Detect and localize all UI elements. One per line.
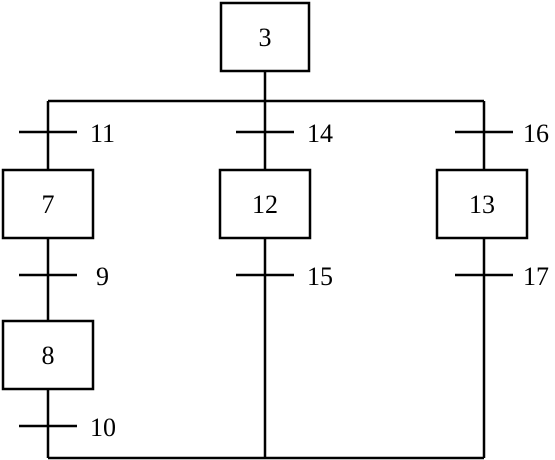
transition-label: 17 [523, 262, 549, 291]
step-13: 13 [435, 168, 529, 240]
step-label: 13 [469, 190, 495, 219]
step-box [1, 319, 95, 391]
step-box [219, 1, 311, 73]
transition-label: 11 [90, 119, 115, 148]
step-8: 8 [1, 319, 95, 391]
step-box [218, 168, 312, 240]
step-box [1, 168, 95, 240]
step-box [435, 168, 529, 240]
transition-16: 16 [455, 119, 549, 148]
step-12: 12 [218, 168, 312, 240]
step-label: 8 [42, 341, 55, 370]
step-7: 7 [1, 168, 95, 240]
transition-11: 11 [19, 119, 115, 148]
transition-17: 17 [455, 262, 549, 291]
transition-label: 9 [96, 262, 109, 291]
transition-10: 10 [19, 413, 116, 442]
transition-15: 15 [236, 262, 333, 291]
step-label: 12 [252, 190, 278, 219]
transition-label: 16 [523, 119, 549, 148]
step-3: 3 [219, 1, 311, 73]
step-label: 7 [42, 190, 55, 219]
transition-label: 14 [307, 119, 333, 148]
transition-14: 14 [236, 119, 333, 148]
transition-label: 15 [307, 262, 333, 291]
transition-9: 9 [19, 262, 109, 291]
connection-lines [46, 71, 486, 460]
transition-label: 10 [90, 413, 116, 442]
step-label: 3 [259, 23, 272, 52]
